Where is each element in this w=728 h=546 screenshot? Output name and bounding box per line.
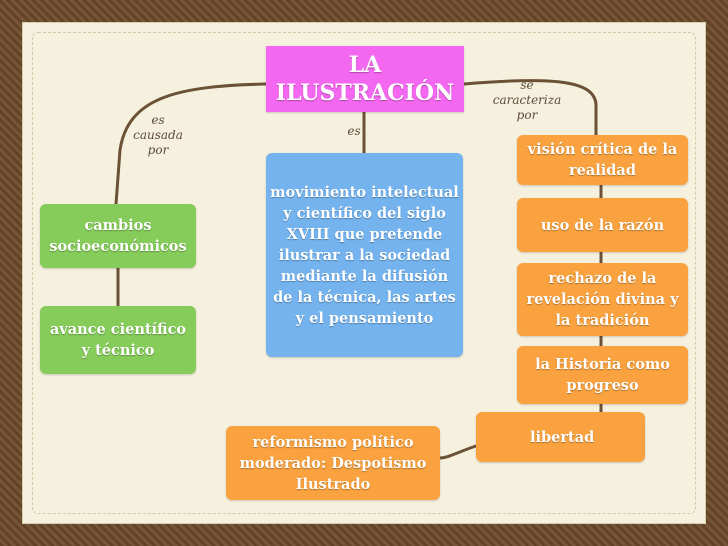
characteristic-label: reformismo político moderado: Despotismo… <box>239 433 427 493</box>
characteristic-label: la Historia como progreso <box>535 356 670 394</box>
characteristic-use-of-reason: uso de la razón <box>517 198 688 252</box>
cause-scientific-advance: avance científico y técnico <box>40 306 196 374</box>
cause-label: avance científico y técnico <box>49 321 187 359</box>
cause-socioeconomic-changes: cambios socioeconómicos <box>40 204 196 268</box>
definition-box: movimiento intelectual y científico del … <box>266 153 463 357</box>
characteristic-rejection-of-revelation: rechazo de la revelación divina y la tra… <box>517 263 688 336</box>
definition-text: movimiento intelectual y científico del … <box>270 183 459 327</box>
connector-label-is: es <box>347 124 361 138</box>
characteristic-label: libertad <box>530 428 595 446</box>
cause-label: cambios socioeconómicos <box>49 217 187 255</box>
central-topic-label: LA ILUSTRACIÓN <box>275 52 455 106</box>
characteristic-critical-vision: visión crítica de la realidad <box>517 135 688 185</box>
characteristic-label: uso de la razón <box>540 216 665 234</box>
central-topic: LA ILUSTRACIÓN <box>266 46 464 112</box>
line-char-5-6 <box>438 444 478 460</box>
characteristic-label: visión crítica de la realidad <box>527 141 678 179</box>
characteristic-label: rechazo de la revelación divina y la tra… <box>526 270 679 329</box>
line-to-characteristics <box>462 79 598 137</box>
characteristic-freedom: libertad <box>476 412 645 462</box>
characteristic-history-as-progress: la Historia como progreso <box>517 346 688 404</box>
characteristic-enlightened-despotism: reformismo político moderado: Despotismo… <box>226 426 440 500</box>
stitched-border <box>32 32 696 514</box>
line-to-causes <box>114 82 268 206</box>
connector-label-characterized-by: se caracteriza por <box>492 78 562 122</box>
connector-label-caused-by: es causada por <box>133 113 183 157</box>
